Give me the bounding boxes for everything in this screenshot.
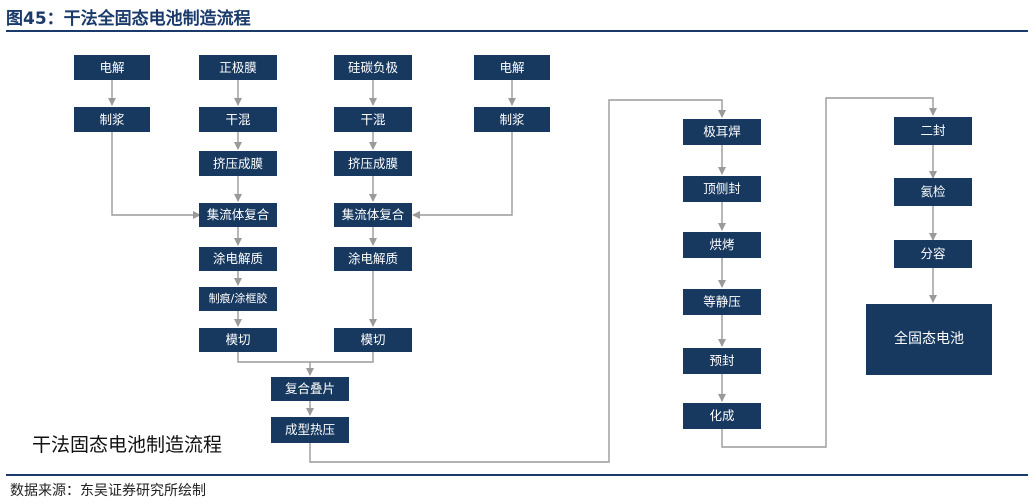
node-col1-electrolysis: 电解 bbox=[74, 55, 150, 80]
node-hot-press: 成型热压 bbox=[271, 417, 349, 443]
top-rule bbox=[6, 30, 1028, 32]
node-isostatic-press: 等静压 bbox=[683, 289, 761, 315]
node-col1-slurry: 制浆 bbox=[74, 107, 150, 132]
node-col3-die-cut: 模切 bbox=[334, 328, 412, 352]
node-col2-frame-glue: 制痕/涂框胶 bbox=[199, 287, 277, 311]
node-final-battery: 全固态电池 bbox=[866, 304, 992, 375]
node-tab-weld: 极耳焊 bbox=[683, 119, 761, 145]
node-col3-dry-mix: 干混 bbox=[334, 107, 412, 132]
node-col2-coat-electrolyte: 涂电解质 bbox=[199, 247, 277, 271]
bottom-rule bbox=[6, 474, 1028, 476]
node-stack: 复合叠片 bbox=[271, 377, 349, 401]
node-anode-film: 硅碳负极 bbox=[334, 55, 412, 80]
node-bake: 烘烤 bbox=[683, 232, 761, 258]
node-col4-electrolysis: 电解 bbox=[474, 55, 550, 80]
node-helium-check: 氦检 bbox=[894, 178, 972, 206]
node-col3-collector: 集流体复合 bbox=[334, 203, 412, 227]
node-formation: 化成 bbox=[683, 403, 761, 429]
node-col3-coat-electrolyte: 涂电解质 bbox=[334, 247, 412, 271]
figure-title: 图45：干法全固态电池制造流程 bbox=[6, 9, 251, 29]
source-note: 数据来源：东吴证券研究所绘制 bbox=[10, 483, 206, 499]
node-col4-slurry: 制浆 bbox=[474, 107, 550, 132]
node-cathode-film: 正极膜 bbox=[199, 55, 277, 80]
node-col2-dry-mix: 干混 bbox=[199, 107, 277, 132]
node-second-seal: 二封 bbox=[894, 117, 972, 145]
node-col2-extrude: 挤压成膜 bbox=[199, 151, 277, 176]
node-col3-extrude: 挤压成膜 bbox=[334, 151, 412, 176]
node-pre-seal: 预封 bbox=[683, 348, 761, 374]
diagram-caption: 干法固态电池制造流程 bbox=[32, 434, 223, 456]
node-grading: 分容 bbox=[894, 240, 972, 268]
node-top-side-seal: 顶侧封 bbox=[683, 176, 761, 202]
node-col2-collector: 集流体复合 bbox=[199, 203, 277, 227]
node-col2-die-cut: 模切 bbox=[199, 328, 277, 352]
